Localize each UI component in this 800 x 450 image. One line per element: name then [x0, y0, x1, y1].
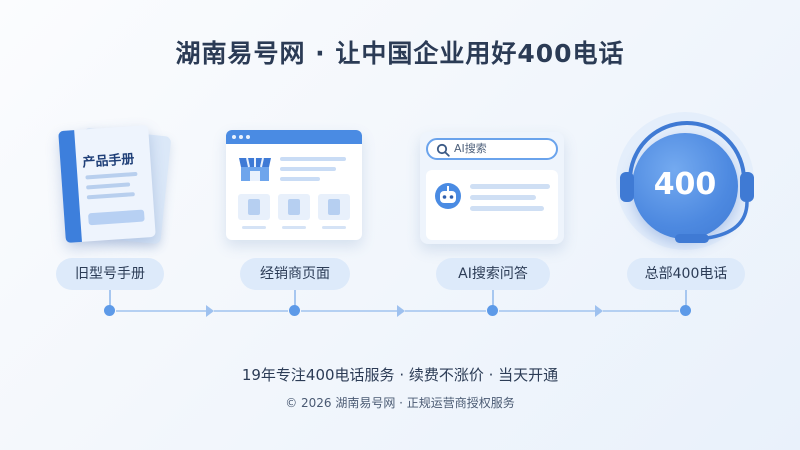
product-image — [288, 199, 300, 215]
browser-dot — [239, 135, 243, 139]
page-text-line — [280, 167, 336, 171]
answer-text-line — [470, 195, 536, 200]
booklet-button-shape — [88, 209, 145, 226]
answer-text-line — [470, 206, 544, 211]
ai-search-panel: AI搜索 — [420, 132, 564, 244]
store-icon — [239, 157, 271, 181]
timeline-segment — [116, 310, 208, 312]
card-caption-line — [242, 226, 266, 229]
footer-tagline: 19年专注400电话服务 · 续费不涨价 · 当天开通 — [241, 366, 559, 384]
page-text-line — [280, 177, 320, 181]
product-card — [238, 194, 270, 220]
stage-label-booklet: 旧型号手册 — [56, 258, 164, 290]
booklet-text-line — [86, 192, 135, 200]
search-icon — [436, 143, 450, 157]
dealer-page-icon — [226, 130, 362, 240]
product-image — [248, 199, 260, 215]
timeline-dot — [104, 305, 115, 316]
product-card — [318, 194, 350, 220]
hotline-badge: 400 — [632, 133, 738, 239]
product-card — [278, 194, 310, 220]
timeline-segment — [499, 310, 597, 312]
booklet-text-line — [86, 182, 131, 190]
ai-search-placeholder: AI搜索 — [454, 142, 487, 155]
browser-dot — [246, 135, 250, 139]
stage-label-hotline: 总部400电话 — [627, 258, 745, 290]
timeline-segment — [603, 310, 679, 312]
footer-copyright: © 2026 湖南易号网 · 正规运营商授权服务 — [285, 396, 515, 410]
answer-text-line — [470, 184, 550, 189]
timeline-dot — [289, 305, 300, 316]
timeline-stem — [492, 290, 494, 308]
booklet-icon: 产品手册 — [58, 124, 156, 244]
ai-search-box: AI搜索 — [426, 138, 558, 160]
timeline-stem — [685, 290, 687, 308]
timeline-dot — [680, 305, 691, 316]
product-image — [328, 199, 340, 215]
browser-dot — [232, 135, 236, 139]
timeline-dot — [487, 305, 498, 316]
ai-answer-card — [426, 170, 558, 240]
browser-title-bar — [226, 130, 362, 144]
stage-label-ai: AI搜索问答 — [436, 258, 550, 290]
timeline-segment — [214, 310, 288, 312]
card-caption-line — [282, 226, 306, 229]
timeline-arrow — [206, 305, 214, 317]
robot-icon — [435, 183, 461, 209]
timeline-segment — [301, 310, 399, 312]
hotline-number: 400 — [653, 167, 717, 202]
booklet-spine — [58, 130, 82, 244]
page-title: 湖南易号网 · 让中国企业用好400电话 — [175, 39, 625, 68]
headset-icon — [620, 121, 754, 243]
page-text-line — [280, 157, 346, 161]
booklet-text-line — [85, 171, 138, 180]
timeline-arrow — [397, 305, 405, 317]
timeline-segment — [405, 310, 486, 312]
timeline-arrow — [595, 305, 603, 317]
card-caption-line — [322, 226, 346, 229]
stage-label-dealer: 经销商页面 — [240, 258, 350, 290]
timeline-stem — [294, 290, 296, 308]
booklet-title: 产品手册 — [81, 152, 135, 171]
timeline-stem — [109, 290, 111, 308]
